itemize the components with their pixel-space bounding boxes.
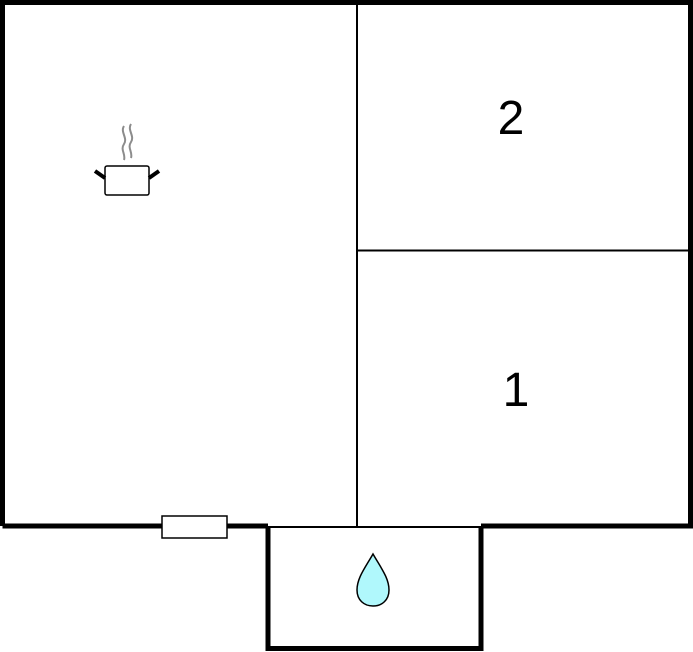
cooking-pot-icon [93,123,161,196]
window-icon [161,515,228,539]
room-1-label: 1 [503,364,530,417]
room-2-label: 2 [498,92,525,145]
outer-walls [0,0,693,529]
water-drop-icon [356,552,390,607]
bathroom-walls [265,526,484,651]
